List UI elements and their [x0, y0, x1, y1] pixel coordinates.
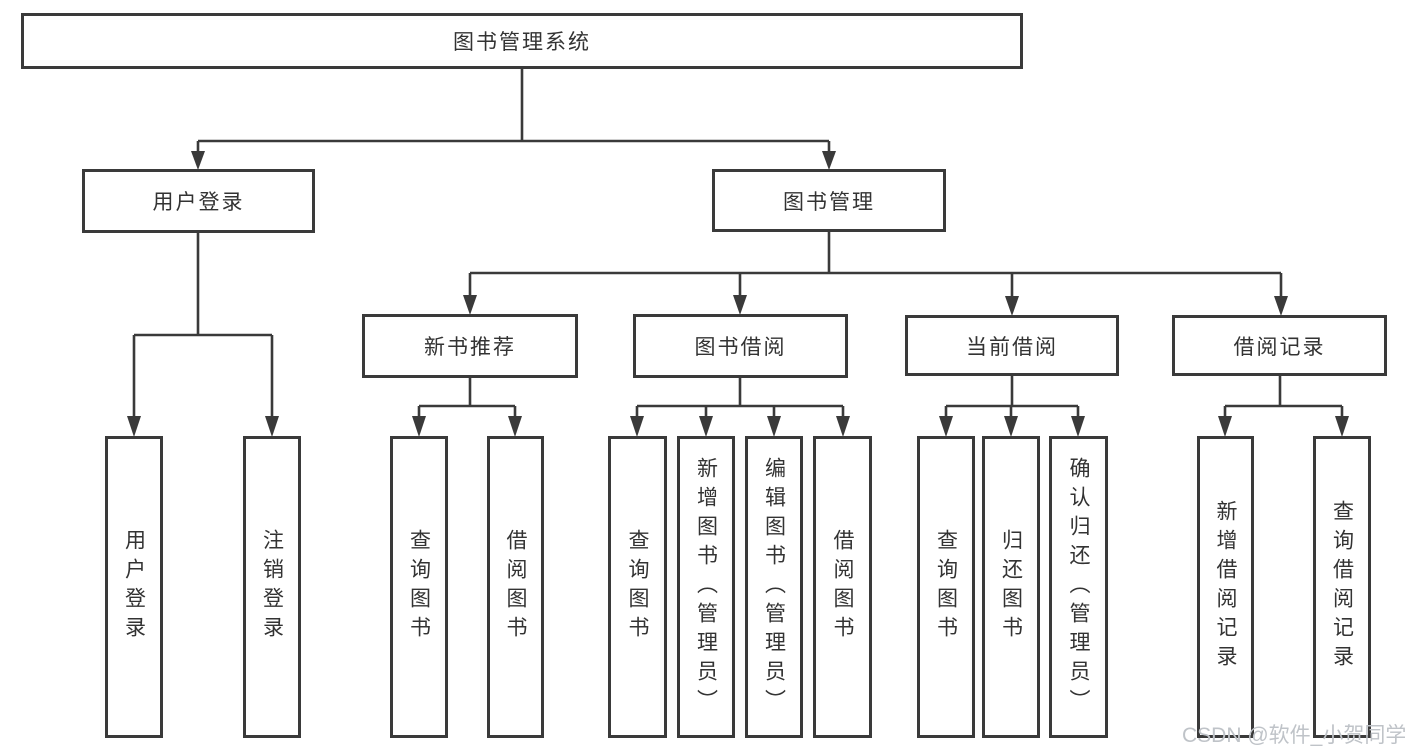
arrowhead-icons [127, 151, 1349, 437]
leaf-label: 用户登录 [122, 529, 146, 645]
node-label: 借阅记录 [1233, 335, 1326, 359]
node-borrowing-records: 借阅记录 [1172, 315, 1387, 376]
leaf-query-books-recommend: 查询图书 [390, 436, 448, 738]
node-label: 当前借阅 [966, 335, 1058, 359]
leaf-label: 编辑图书（管理员） [762, 456, 786, 718]
node-label: 新书推荐 [424, 336, 516, 359]
leaf-query-borrow-record: 查询借阅记录 [1313, 436, 1371, 738]
node-current-borrowing: 当前借阅 [905, 315, 1119, 376]
leaf-add-borrow-record: 新增借阅记录 [1197, 436, 1254, 738]
leaf-label: 新增图书（管理员） [694, 456, 718, 718]
leaf-borrow-books-borrowing: 借阅图书 [813, 436, 872, 738]
leaf-label: 确认归还（管理员） [1067, 456, 1090, 718]
node-book-management: 图书管理 [712, 169, 946, 232]
node-label: 图书管理系统 [453, 31, 591, 54]
leaf-label: 借阅图书 [504, 529, 527, 645]
leaf-add-books-admin: 新增图书（管理员） [677, 436, 735, 738]
node-label: 图书管理 [783, 190, 875, 214]
leaf-query-books-borrowing: 查询图书 [608, 436, 667, 738]
node-new-book-recommend: 新书推荐 [362, 314, 578, 378]
node-user-login: 用户登录 [82, 169, 315, 233]
node-book-borrowing: 图书借阅 [633, 314, 848, 378]
leaf-label: 查询借阅记录 [1330, 500, 1354, 674]
leaf-logout: 注销登录 [243, 436, 301, 738]
node-label: 图书借阅 [694, 336, 787, 359]
leaf-user-login: 用户登录 [105, 436, 163, 738]
leaf-label: 查询图书 [407, 529, 431, 645]
leaf-query-books-current: 查询图书 [917, 436, 975, 738]
leaf-confirm-return-admin: 确认归还（管理员） [1049, 436, 1108, 738]
leaf-borrow-books-recommend: 借阅图书 [487, 436, 544, 738]
leaf-return-books: 归还图书 [982, 436, 1040, 738]
leaf-edit-books-admin: 编辑图书（管理员） [745, 436, 803, 738]
leaf-label: 归还图书 [999, 529, 1023, 645]
leaf-label: 新增借阅记录 [1214, 500, 1237, 674]
csdn-watermark: CSDN @软件_小贺同学 [1182, 724, 1405, 747]
leaf-label: 借阅图书 [831, 529, 854, 645]
node-library-management-system: 图书管理系统 [21, 13, 1023, 69]
leaf-label: 查询图书 [934, 529, 958, 645]
leaf-label: 查询图书 [626, 529, 649, 645]
node-label: 用户登录 [152, 191, 245, 214]
leaf-label: 注销登录 [260, 529, 284, 645]
